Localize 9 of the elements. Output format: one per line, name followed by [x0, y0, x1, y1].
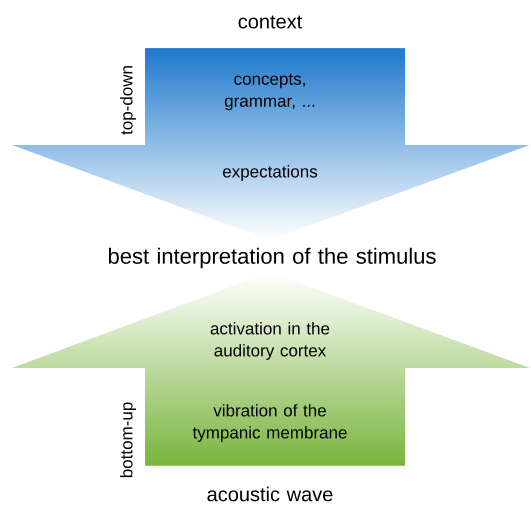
- node-text: vibration of the tympanic membrane: [192, 404, 347, 442]
- side-label: bottom-up: [120, 402, 136, 478]
- node-heading: acoustic wave: [207, 486, 332, 502]
- node-text: expectations: [223, 165, 318, 181]
- node-text: best interpretation of the stimulus: [108, 248, 436, 268]
- node-text: concepts, grammar, ...: [224, 74, 314, 110]
- node-heading: context: [238, 15, 302, 29]
- node-text: activation in the auditory cortex: [210, 322, 330, 360]
- side-label: top-down: [120, 66, 136, 135]
